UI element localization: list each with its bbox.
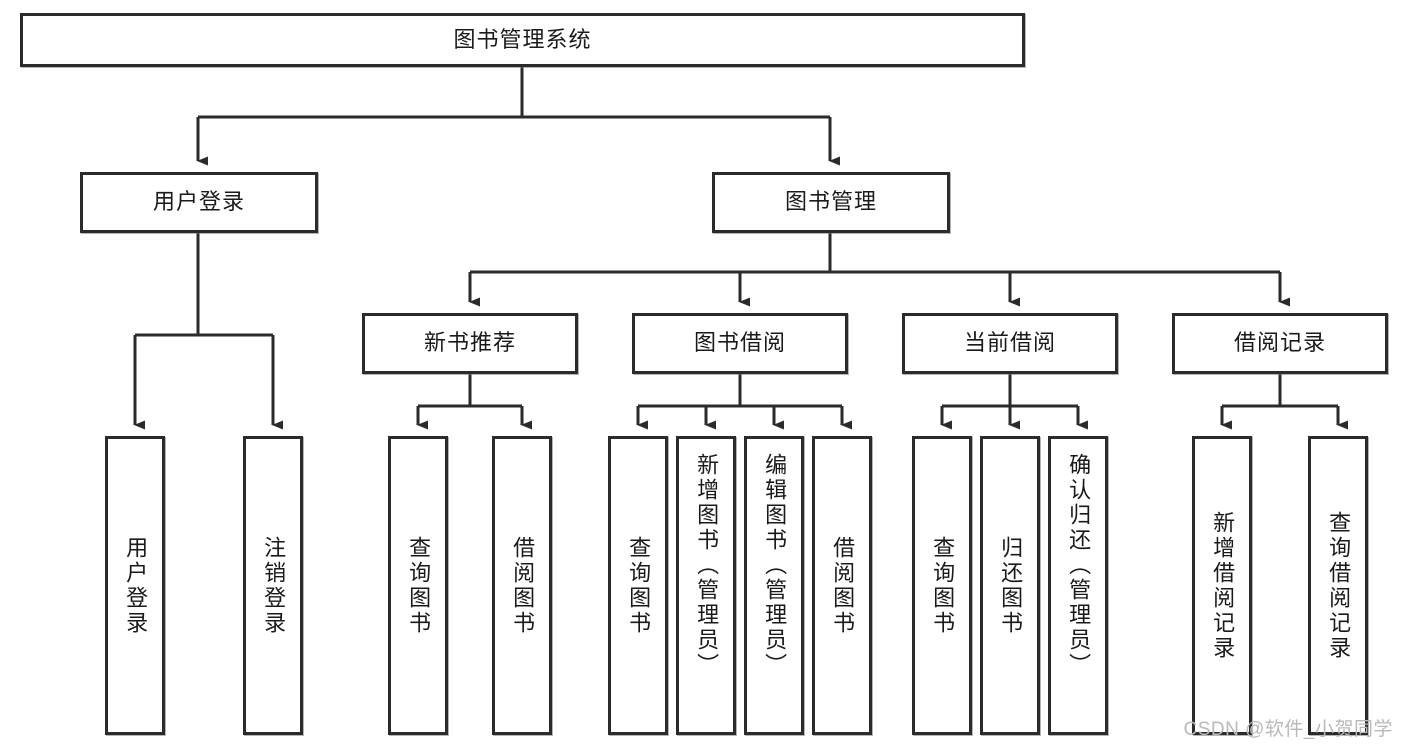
node-book-borrow-label: 图书借阅 — [693, 330, 786, 356]
node-book-borrow[interactable]: 图书借阅 — [632, 313, 848, 374]
node-leaf-confirm-return[interactable]: 确认归还（管理员） — [1048, 436, 1108, 735]
node-borrow-record-label: 借阅记录 — [1233, 330, 1326, 356]
node-current-borrow-label: 当前借阅 — [963, 330, 1056, 356]
node-leaf-borrow-book-1[interactable]: 借阅图书 — [492, 436, 552, 735]
node-user-login-label: 用户登录 — [152, 189, 245, 215]
node-leaf-query-book-3-label: 查询图书 — [930, 535, 956, 636]
node-new-book-rec[interactable]: 新书推荐 — [362, 313, 578, 374]
node-leaf-query-book-3[interactable]: 查询图书 — [912, 436, 972, 735]
node-user-login[interactable]: 用户登录 — [80, 172, 318, 233]
node-borrow-record[interactable]: 借阅记录 — [1172, 313, 1388, 374]
node-leaf-add-record-label: 新增借阅记录 — [1210, 510, 1236, 661]
node-leaf-query-book-1[interactable]: 查询图书 — [388, 436, 448, 735]
node-leaf-query-book-2-label: 查询图书 — [626, 535, 652, 636]
node-current-borrow[interactable]: 当前借阅 — [902, 313, 1118, 374]
node-root[interactable]: 图书管理系统 — [20, 13, 1025, 67]
node-leaf-logout-label: 注销登录 — [261, 535, 287, 636]
node-leaf-return-book-label: 归还图书 — [998, 535, 1024, 636]
node-leaf-query-book-2[interactable]: 查询图书 — [608, 436, 668, 735]
node-leaf-edit-book[interactable]: 编辑图书（管理员） — [744, 436, 804, 735]
node-new-book-rec-label: 新书推荐 — [423, 330, 516, 356]
node-leaf-borrow-book-1-label: 借阅图书 — [510, 535, 536, 636]
node-leaf-query-book-1-label: 查询图书 — [406, 535, 432, 636]
node-leaf-logout[interactable]: 注销登录 — [243, 436, 303, 735]
node-root-label: 图书管理系统 — [453, 26, 592, 52]
node-leaf-query-record[interactable]: 查询借阅记录 — [1308, 436, 1368, 735]
node-leaf-edit-book-label: 编辑图书（管理员） — [762, 453, 788, 678]
node-book-manage-label: 图书管理 — [784, 189, 877, 215]
node-leaf-query-record-label: 查询借阅记录 — [1326, 510, 1352, 661]
node-leaf-user-login-label: 用户登录 — [123, 535, 149, 636]
node-leaf-add-book[interactable]: 新增图书（管理员） — [676, 436, 736, 735]
node-leaf-add-record[interactable]: 新增借阅记录 — [1192, 436, 1252, 735]
node-leaf-confirm-return-label: 确认归还（管理员） — [1066, 453, 1092, 678]
node-leaf-borrow-book-2-label: 借阅图书 — [830, 535, 856, 636]
node-leaf-add-book-label: 新增图书（管理员） — [694, 453, 720, 678]
node-leaf-borrow-book-2[interactable]: 借阅图书 — [812, 436, 872, 735]
node-leaf-user-login[interactable]: 用户登录 — [105, 436, 165, 735]
node-book-manage[interactable]: 图书管理 — [712, 172, 950, 233]
node-leaf-return-book[interactable]: 归还图书 — [980, 436, 1040, 735]
